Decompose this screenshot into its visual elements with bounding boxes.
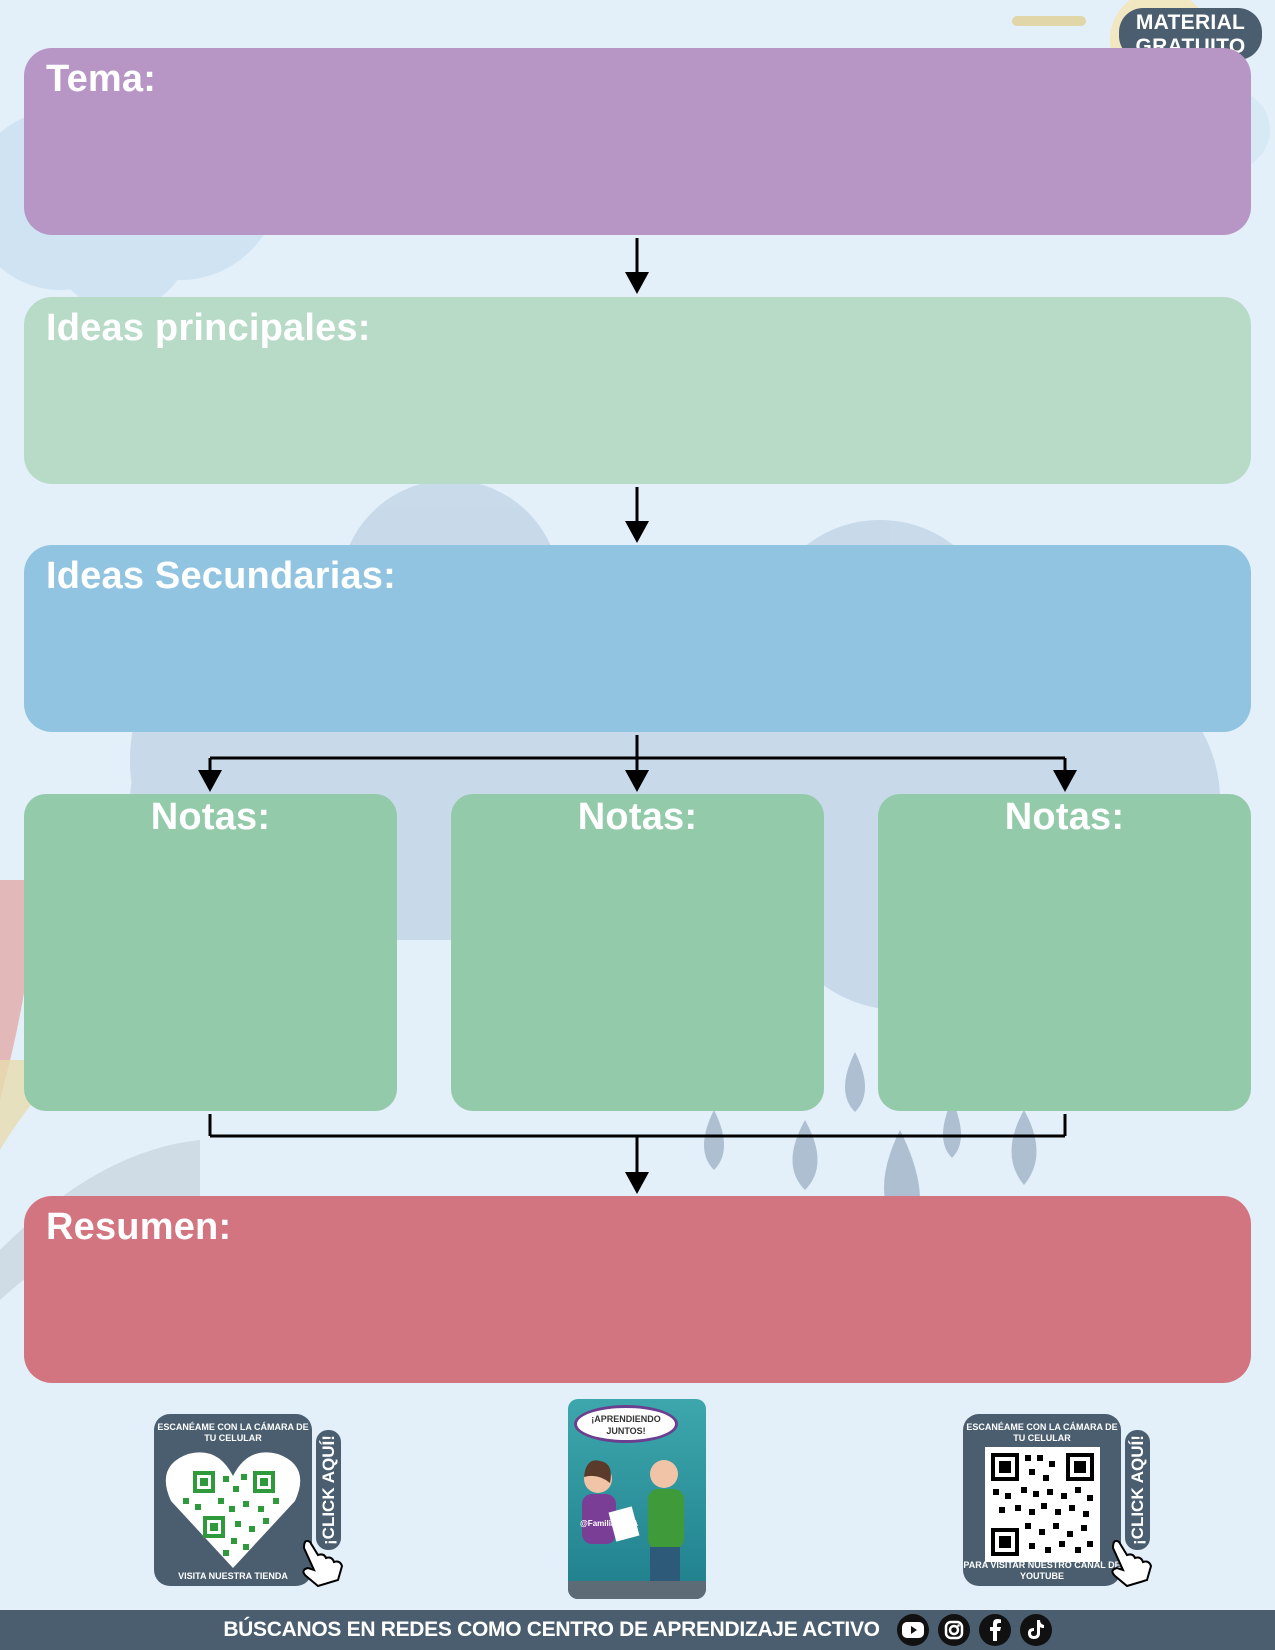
qr-code-icon: [984, 1447, 1100, 1562]
tiktok-icon[interactable]: [1019, 1614, 1052, 1646]
ideas-principales-box[interactable]: Ideas principales:: [24, 297, 1251, 484]
footer-text: BÚSCANOS EN REDES COMO CENTRO DE APRENDI…: [223, 1618, 880, 1641]
tema-box[interactable]: Tema:: [24, 48, 1251, 235]
notas-label: Notas:: [577, 796, 698, 838]
resumen-box[interactable]: Resumen:: [24, 1196, 1251, 1383]
speech-bubble: ¡APRENDIENDO JUNTOS!: [574, 1405, 678, 1443]
account-handle: @FamiliaCEAA: [580, 1519, 639, 1528]
tema-label: Tema:: [46, 58, 157, 100]
facebook-icon[interactable]: [978, 1614, 1011, 1646]
click-here-button[interactable]: ¡CLICK AQUÍ!: [316, 1430, 341, 1550]
heart-qr-code-icon: [165, 1452, 301, 1568]
notas-box-3[interactable]: Notas:: [878, 794, 1251, 1111]
qr-caption-top: ESCANÉAME CON LA CÁMARA DE TU CELULAR: [966, 1422, 1118, 1443]
social-video-preview[interactable]: ¡APRENDIENDO JUNTOS! @FamiliaCEAA: [568, 1399, 706, 1599]
ideas-secundarias-box[interactable]: Ideas Secundarias:: [24, 545, 1251, 732]
phone-nav-bar: [568, 1581, 706, 1599]
hand-pointer-icon: [1111, 1540, 1153, 1588]
footer-bar: BÚSCANOS EN REDES COMO CENTRO DE APRENDI…: [0, 1610, 1275, 1650]
qr-caption-top: ESCANÉAME CON LA CÁMARA DE TU CELULAR: [157, 1422, 309, 1443]
hand-pointer-icon: [302, 1540, 344, 1588]
notas-box-1[interactable]: Notas:: [24, 794, 397, 1111]
teacher-illustration: [582, 1460, 684, 1581]
youtube-icon[interactable]: [896, 1614, 929, 1646]
resumen-label: Resumen:: [46, 1206, 232, 1248]
ideas-secundarias-label: Ideas Secundarias:: [46, 555, 396, 597]
store-qr-card[interactable]: ESCANÉAME CON LA CÁMARA DE TU CELULAR VI…: [154, 1414, 312, 1586]
decorative-dash: [1012, 16, 1086, 26]
notas-label: Notas:: [1004, 796, 1125, 838]
qr-caption-bottom: VISITA NUESTRA TIENDA: [178, 1571, 288, 1581]
youtube-qr-card[interactable]: ESCANÉAME CON LA CÁMARA DE TU CELULAR PA…: [963, 1414, 1121, 1586]
qr-caption-bottom: PARA VISITAR NUESTRO CANAL DE YOUTUBE: [963, 1560, 1121, 1581]
ideas-principales-label: Ideas principales:: [46, 307, 371, 349]
notas-label: Notas:: [150, 796, 271, 838]
notas-box-2[interactable]: Notas:: [451, 794, 824, 1111]
badge-line-1: MATERIAL: [1135, 11, 1246, 34]
instagram-icon[interactable]: [937, 1614, 970, 1646]
click-here-button[interactable]: ¡CLICK AQUÍ!: [1125, 1430, 1150, 1550]
